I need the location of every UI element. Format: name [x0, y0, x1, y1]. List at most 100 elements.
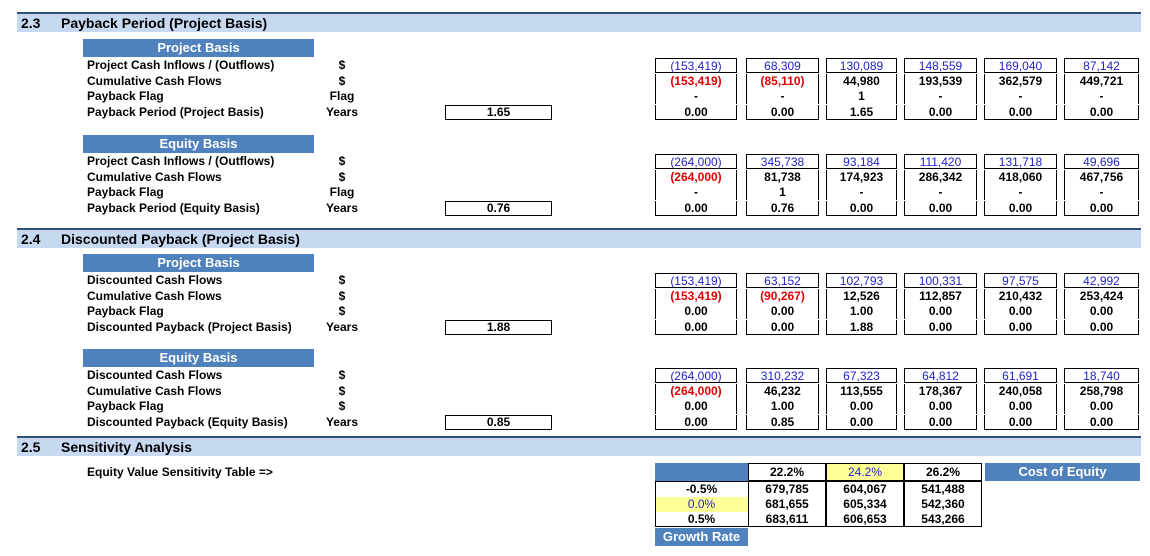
section-number: 2.5: [21, 439, 41, 455]
value-cell: 1: [746, 185, 819, 200]
value-cell: -: [904, 185, 977, 200]
value-cell: (264,000): [655, 169, 737, 185]
value-cell: 0.00: [1064, 200, 1139, 216]
value-cell: 0.00: [1064, 414, 1139, 430]
section-number: 2.4: [21, 231, 41, 247]
value-cell: 148,559: [904, 58, 977, 73]
value-cell: (153,419): [655, 273, 737, 288]
value-cell: 42,992: [1064, 273, 1139, 288]
sensitivity-value: 606,653: [826, 512, 904, 527]
row-unit: $: [338, 154, 346, 168]
value-cell: 0.00: [826, 200, 897, 216]
value-cell: 0.85: [746, 414, 819, 430]
value-cell: 111,420: [904, 154, 977, 169]
value-cell: 449,721: [1064, 73, 1139, 89]
value-cell: 0.00: [984, 304, 1057, 319]
cost-of-equity-label: Cost of Equity: [985, 463, 1140, 481]
value-cell: -: [655, 185, 737, 200]
value-cell: (85,110): [746, 73, 819, 89]
value-cell: 286,342: [904, 169, 977, 185]
value-cell: -: [655, 89, 737, 104]
row-label: Payback Period (Project Basis): [87, 104, 264, 119]
growth-rate-label: Growth Rate: [655, 528, 748, 546]
sensitivity-row-header: -0.5%: [685, 482, 718, 496]
basis-band: Project Basis: [83, 39, 314, 57]
value-cell: 1.65: [826, 104, 897, 120]
row-label: Project Cash Inflows / (Outflows): [87, 154, 275, 168]
value-cell: (264,000): [655, 154, 737, 169]
value-cell: 68,309: [746, 58, 819, 73]
value-cell: (264,000): [655, 383, 737, 399]
sensitivity-row-header: 0.5%: [687, 512, 716, 526]
value-cell: 0.00: [746, 304, 819, 319]
row-unit: Flag: [329, 185, 355, 199]
value-cell: 63,152: [746, 273, 819, 288]
value-cell: 0.00: [655, 414, 737, 430]
value-cell: -: [746, 89, 819, 104]
value-cell: 0.00: [904, 414, 977, 430]
value-cell: 418,060: [984, 169, 1057, 185]
value-cell: 0.00: [826, 414, 897, 430]
payback-result-box: 0.76: [445, 200, 552, 216]
sensitivity-value: 542,360: [904, 497, 982, 512]
sensitivity-value: 543,266: [904, 512, 982, 527]
sensitivity-col-header: 26.2%: [904, 463, 982, 481]
row-unit: $: [338, 399, 346, 413]
basis-band: Equity Basis: [83, 135, 314, 153]
value-cell: 130,089: [826, 58, 897, 73]
value-cell: 0.76: [746, 200, 819, 216]
value-cell: 210,432: [984, 288, 1057, 304]
basis-band: Equity Basis: [83, 349, 314, 367]
sensitivity-row-header: 0.0%: [655, 497, 748, 512]
section-header-2-3: 2.3 Payback Period (Project Basis): [17, 12, 1141, 32]
value-cell: 113,555: [826, 383, 897, 399]
section-title: Discounted Payback (Project Basis): [61, 231, 300, 247]
value-cell: 64,812: [904, 368, 977, 383]
payback-result-box: 0.85: [445, 414, 552, 430]
value-cell: 0.00: [746, 319, 819, 335]
value-cell: 0.00: [655, 304, 737, 319]
value-cell: 0.00: [655, 399, 737, 414]
section-header-2-5: 2.5 Sensitivity Analysis: [17, 436, 1141, 456]
row-unit: $: [338, 304, 346, 318]
row-label: Discounted Cash Flows: [87, 273, 223, 287]
value-cell: -: [904, 89, 977, 104]
value-cell: 102,793: [826, 273, 897, 288]
value-cell: 178,367: [904, 383, 977, 399]
value-cell: 93,184: [826, 154, 897, 169]
row-unit: Flag: [329, 89, 355, 103]
value-cell: (153,419): [655, 288, 737, 304]
row-unit: $: [338, 58, 346, 72]
row-unit: Years: [325, 104, 359, 119]
row-unit: $: [338, 273, 346, 287]
value-cell: 0.00: [655, 319, 737, 335]
value-cell: 362,579: [984, 73, 1057, 89]
value-cell: 44,980: [826, 73, 897, 89]
row-label: Discounted Cash Flows: [87, 368, 223, 382]
sensitivity-value: 605,334: [826, 497, 904, 512]
value-cell: 0.00: [904, 104, 977, 120]
row-label: Project Cash Inflows / (Outflows): [87, 58, 275, 72]
value-cell: (90,267): [746, 288, 819, 304]
section-header-2-4: 2.4 Discounted Payback (Project Basis): [17, 228, 1141, 248]
value-cell: 0.00: [984, 200, 1057, 216]
value-cell: 112,857: [904, 288, 977, 304]
basis-band: Project Basis: [83, 254, 314, 272]
row-label: Payback Flag: [87, 399, 164, 413]
value-cell: 0.00: [1064, 319, 1139, 335]
section-number: 2.3: [21, 15, 41, 31]
value-cell: (153,419): [655, 73, 737, 89]
row-unit: $: [338, 368, 346, 382]
value-cell: 0.00: [655, 200, 737, 216]
value-cell: 0.00: [1064, 399, 1139, 414]
value-cell: 467,756: [1064, 169, 1139, 185]
value-cell: 67,323: [826, 368, 897, 383]
row-label: Payback Period (Equity Basis): [87, 200, 260, 215]
value-cell: 12,526: [826, 288, 897, 304]
value-cell: 193,539: [904, 73, 977, 89]
value-cell: 258,798: [1064, 383, 1139, 399]
sensitivity-value: 681,655: [748, 497, 826, 512]
sensitivity-corner: [655, 463, 748, 481]
value-cell: (264,000): [655, 368, 737, 383]
row-label: Cumulative Cash Flows: [87, 169, 222, 184]
